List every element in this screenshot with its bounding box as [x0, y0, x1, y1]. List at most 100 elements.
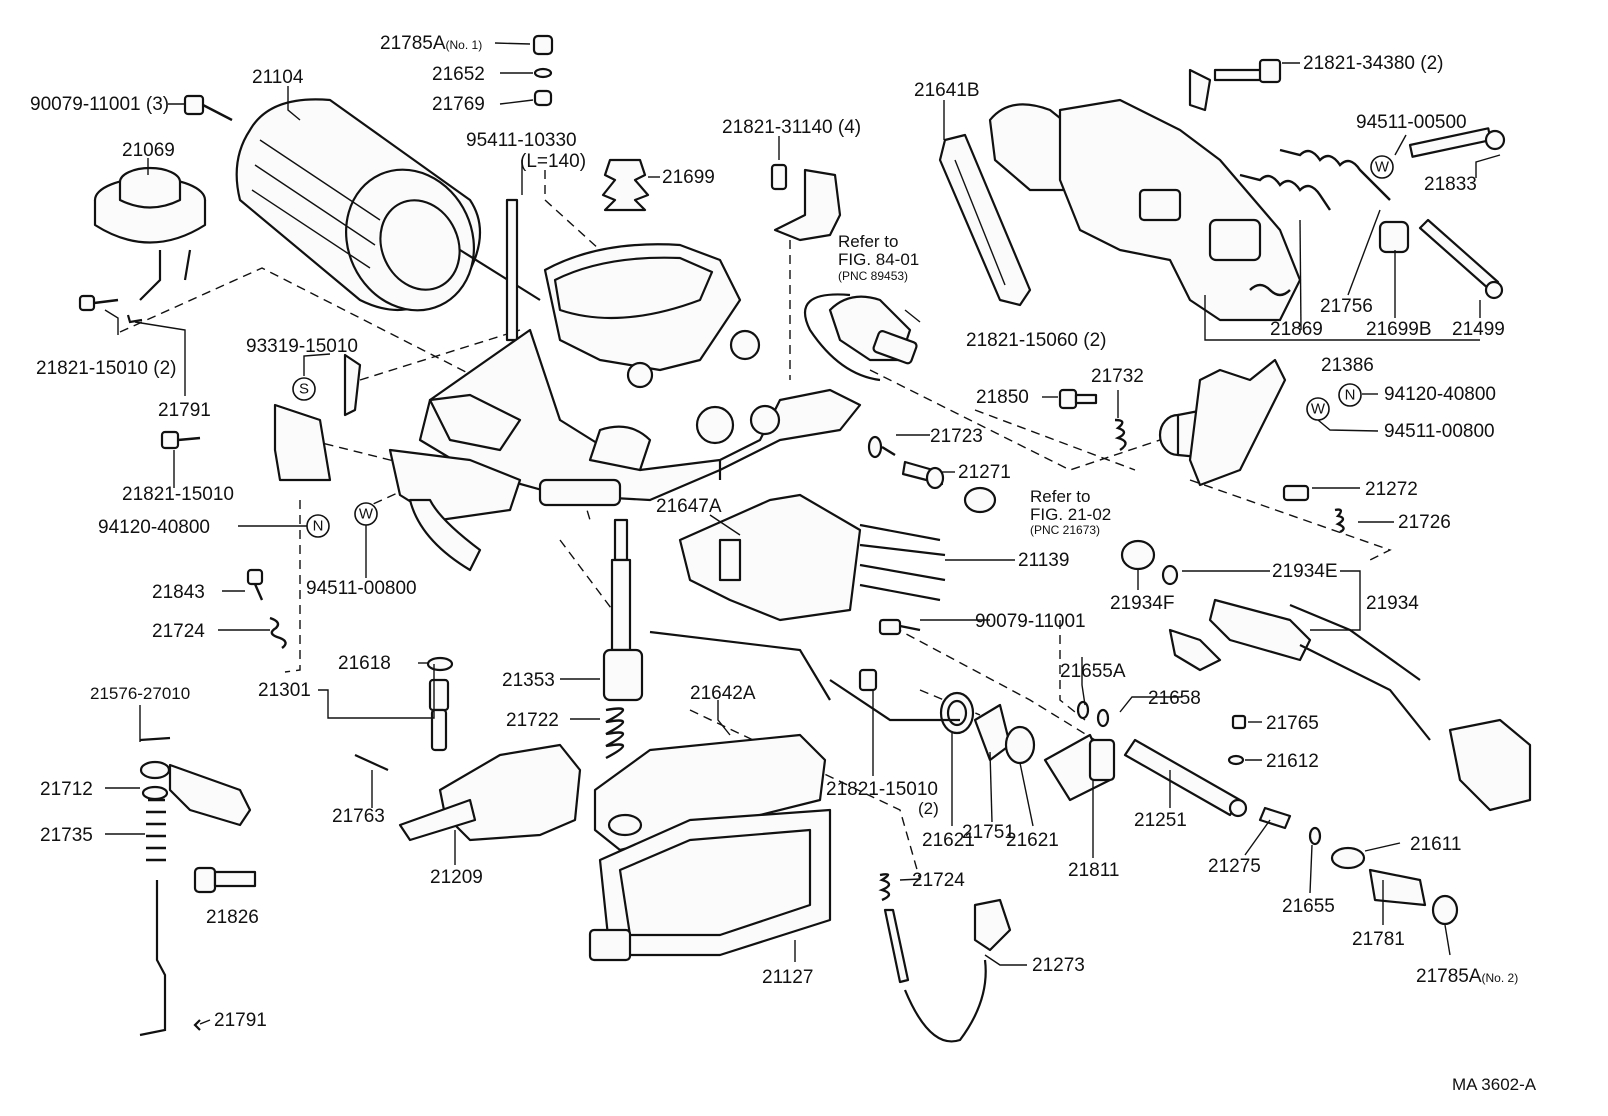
label-21833: 21833 — [1424, 174, 1477, 195]
label-21785a-no1-suffix: (No. 1) — [446, 38, 483, 52]
label-21647a: 21647A — [656, 496, 722, 517]
label-94511-00800-right: 94511-00800 — [1384, 421, 1495, 442]
label-21785a-no1: 21785A(No. 1) — [380, 33, 482, 54]
part-21127-float-bowl — [588, 808, 832, 962]
label-21934: 21934 — [1366, 593, 1419, 614]
part-21821-31140-bracket — [770, 163, 842, 242]
label-21139: 21139 — [1018, 550, 1069, 571]
part-95411-10330-pin — [505, 198, 519, 342]
label-21785a-no1-num: 21785A — [380, 33, 446, 54]
label-21726: 21726 — [1398, 512, 1451, 533]
label-21699b: 21699B — [1366, 319, 1432, 340]
part-21209-cover — [354, 743, 582, 842]
label-21273: 21273 — [1032, 955, 1085, 976]
label-21724-mid: 21724 — [912, 870, 965, 891]
label-90079-11001-3: 90079-11001 (3) — [30, 94, 169, 115]
part-21139-harness — [859, 523, 946, 602]
part-upper-right-assembly — [988, 68, 1302, 322]
ref2-line2: FIG. 21-02 — [1030, 505, 1111, 524]
label-21843: 21843 — [152, 582, 205, 603]
part-21641b-gasket — [938, 133, 1032, 307]
label-21699: 21699 — [662, 167, 715, 188]
label-21642a: 21642A — [690, 683, 756, 704]
n-marker-right — [1338, 383, 1362, 407]
label-21723: 21723 — [930, 426, 983, 447]
label-93319-15010: 93319-15010 — [246, 336, 358, 357]
label-21821-15010-2: 21821-15010 (2) — [36, 358, 177, 379]
label-21769: 21769 — [432, 94, 485, 115]
s-marker — [292, 377, 316, 401]
label-21763: 21763 — [332, 806, 385, 827]
part-21934-assembly — [1120, 539, 1532, 812]
label-21934f: 21934F — [1110, 593, 1174, 614]
label-95411-10330: 95411-10330 — [466, 130, 577, 151]
label-21826: 21826 — [206, 907, 259, 928]
label-21785a-no2-suffix: (No. 2) — [1482, 971, 1519, 985]
leader-lines — [104, 42, 1501, 1025]
ref2-line1: Refer to — [1030, 487, 1090, 506]
label-94120-40800-left: 94120-40800 — [98, 517, 210, 538]
part-21353-plunger — [602, 518, 644, 702]
label-21821-31140: 21821-31140 (4) — [722, 117, 861, 138]
label-94511-00500: 94511-00500 — [1356, 112, 1467, 133]
label-21069: 21069 — [122, 140, 175, 161]
w-marker-top-text: W — [1375, 159, 1390, 176]
part-21104-housing — [235, 98, 541, 312]
part-bottom-right-fittings — [649, 630, 1116, 802]
part-21843-21724-left — [246, 568, 287, 649]
label-21272: 21272 — [1365, 479, 1418, 500]
part-solenoid-center — [804, 293, 918, 382]
part-90079-11001-center — [878, 618, 921, 636]
label-21386: 21386 — [1321, 355, 1374, 376]
part-21642a-gasket — [593, 733, 827, 852]
label-21785a-no2: 21785A(No. 2) — [1416, 966, 1518, 987]
part-21618-21301-valve — [426, 656, 454, 752]
ref2-line3: (PNC 21673) — [1030, 523, 1100, 537]
label-21621-a: 21621 — [922, 830, 975, 851]
diagram-id: MA 3602-A — [1452, 1075, 1537, 1094]
part-21069-actuator — [93, 166, 207, 301]
part-21723-21271-area — [867, 435, 997, 514]
label-21618: 21618 — [338, 653, 391, 674]
part-lower-left-linkage — [139, 736, 257, 1037]
label-90079-11001: 90079-11001 — [975, 611, 1086, 632]
part-main-carburetor-body — [418, 243, 862, 507]
label-21652: 21652 — [432, 64, 485, 85]
ref1-line1: Refer to — [838, 232, 898, 251]
part-21272-21726 — [1282, 484, 1345, 534]
label-21732: 21732 — [1091, 366, 1144, 387]
part-right-bolts — [1378, 127, 1506, 300]
label-21735: 21735 — [40, 825, 93, 846]
label-21712: 21712 — [40, 779, 93, 800]
label-21781: 21781 — [1352, 929, 1405, 950]
part-21273-sensor — [878, 872, 1012, 1043]
w-marker-top — [1370, 155, 1394, 179]
part-21821-34380-screw — [1213, 58, 1282, 84]
ref1-line3: (PNC 89453) — [838, 269, 908, 283]
label-21722: 21722 — [506, 710, 559, 731]
part-90079-11001-screw — [183, 94, 233, 122]
part-springs-upper-right — [1239, 148, 1391, 211]
part-21699-boot — [601, 158, 650, 212]
part-lower-right-valves — [1076, 700, 1459, 926]
label-94120-40800-right: 94120-40800 — [1384, 384, 1496, 405]
label-21655a: 21655A — [1060, 661, 1126, 682]
ref1-line2: FIG. 84-01 — [838, 250, 919, 269]
label-21576-27010: 21576-27010 — [90, 684, 190, 703]
label-21209: 21209 — [430, 867, 483, 888]
label-21821-15010-b: 21821-15010 — [826, 779, 938, 800]
part-21821-15010-mid — [858, 668, 878, 692]
label-21275: 21275 — [1208, 856, 1261, 877]
label-21301: 21301 — [258, 680, 311, 701]
part-caps-top — [532, 34, 554, 107]
label-21658: 21658 — [1148, 688, 1201, 709]
washer-symbols: N W S W N W — [292, 155, 1394, 538]
label-21655: 21655 — [1282, 896, 1335, 917]
label-21791-bottom: 21791 — [214, 1010, 267, 1031]
label-21756: 21756 — [1320, 296, 1373, 317]
label-21811: 21811 — [1068, 860, 1119, 881]
label-21251: 21251 — [1134, 810, 1187, 831]
part-right-middle-assembly — [1058, 358, 1287, 487]
label-21353: 21353 — [502, 670, 555, 691]
